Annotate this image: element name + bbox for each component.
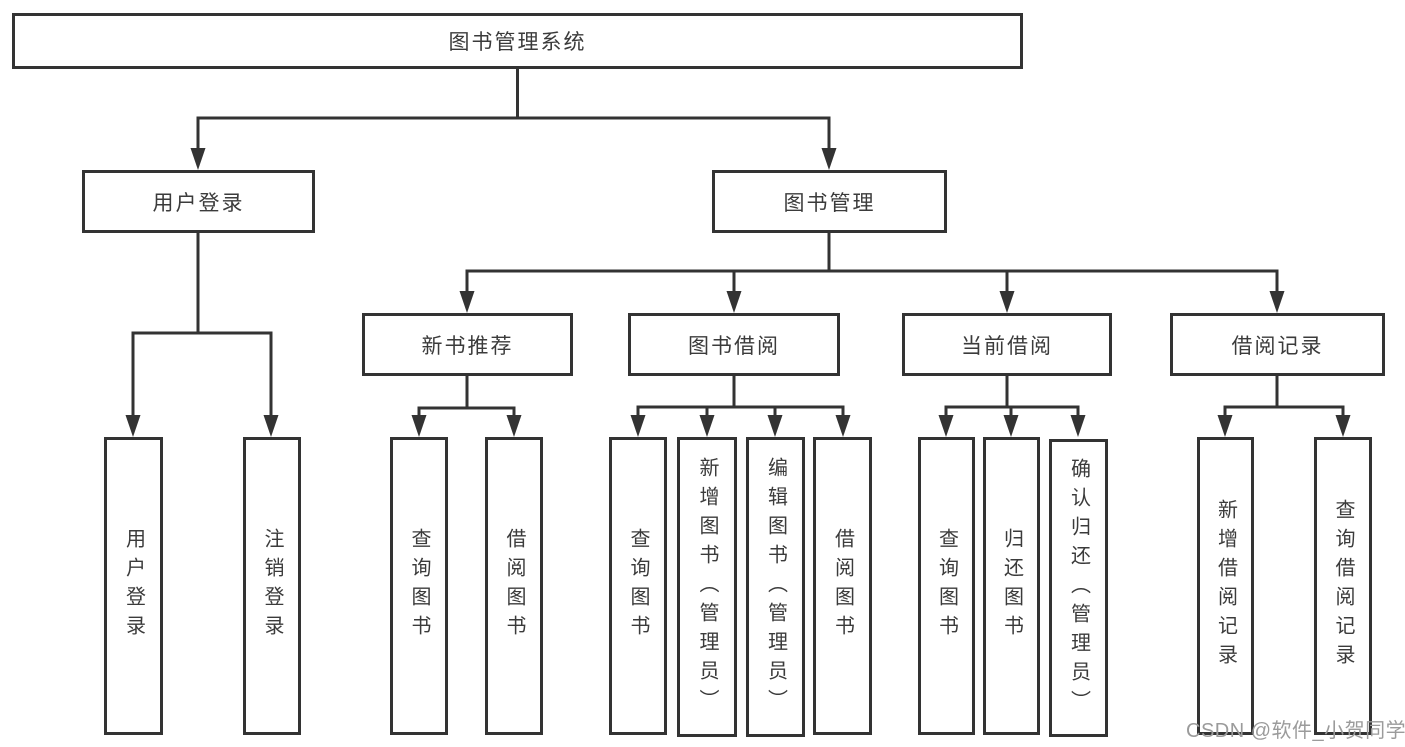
node-book-management: 图书管理 — [712, 170, 947, 233]
leaf-logout-label: 注销登录 — [261, 528, 283, 644]
node-current-borrow: 当前借阅 — [902, 313, 1112, 376]
leaf-add-borrow-record: 新增借阅记录 — [1197, 437, 1254, 735]
node-user-login: 用户登录 — [82, 170, 315, 233]
leaf-edit-books-admin-label: 编辑图书（管理员） — [764, 456, 787, 718]
leaf-add-books-admin: 新增图书（管理员） — [677, 437, 737, 737]
leaf-user-login-label: 用户登录 — [122, 528, 145, 644]
node-book-management-label: 图书管理 — [783, 191, 876, 215]
leaf-query-books-recommend: 查询图书 — [390, 437, 448, 735]
node-borrow-record-label: 借阅记录 — [1231, 334, 1324, 358]
node-book-borrow: 图书借阅 — [628, 313, 840, 376]
csdn-watermark: CSDN @软件_小贺同学 — [1186, 720, 1405, 742]
leaf-add-books-admin-label: 新增图书（管理员） — [696, 456, 718, 718]
leaf-confirm-return-admin-label: 确认归还（管理员） — [1067, 457, 1090, 719]
leaf-borrow-books-label: 借阅图书 — [831, 528, 854, 644]
leaf-query-books-borrow: 查询图书 — [609, 437, 667, 735]
leaf-user-login: 用户登录 — [104, 437, 163, 735]
leaf-query-borrow-record: 查询借阅记录 — [1314, 437, 1372, 735]
node-user-login-label: 用户登录 — [152, 191, 245, 215]
leaf-logout: 注销登录 — [243, 437, 301, 735]
leaf-return-books-label: 归还图书 — [1000, 528, 1023, 644]
node-root-label: 图书管理系统 — [448, 31, 587, 54]
leaf-confirm-return-admin: 确认归还（管理员） — [1049, 439, 1108, 737]
leaf-query-books-current-label: 查询图书 — [935, 528, 958, 644]
leaf-return-books: 归还图书 — [983, 437, 1040, 735]
node-book-borrow-label: 图书借阅 — [688, 334, 780, 358]
leaf-query-books-recommend-label: 查询图书 — [408, 528, 430, 644]
leaf-query-borrow-record-label: 查询借阅记录 — [1332, 499, 1354, 673]
leaf-query-books-borrow-label: 查询图书 — [627, 528, 649, 644]
leaf-borrow-books: 借阅图书 — [813, 437, 872, 735]
leaf-borrow-books-recommend: 借阅图书 — [485, 437, 543, 735]
node-root: 图书管理系统 — [12, 13, 1023, 69]
node-new-book-recommend-label: 新书推荐 — [421, 334, 514, 358]
node-current-borrow-label: 当前借阅 — [961, 334, 1053, 358]
leaf-edit-books-admin: 编辑图书（管理员） — [746, 437, 805, 737]
leaf-query-books-current: 查询图书 — [918, 437, 975, 735]
leaf-borrow-books-recommend-label: 借阅图书 — [503, 528, 525, 644]
leaf-add-borrow-record-label: 新增借阅记录 — [1214, 499, 1237, 673]
node-new-book-recommend: 新书推荐 — [362, 313, 573, 376]
node-borrow-record: 借阅记录 — [1170, 313, 1385, 376]
